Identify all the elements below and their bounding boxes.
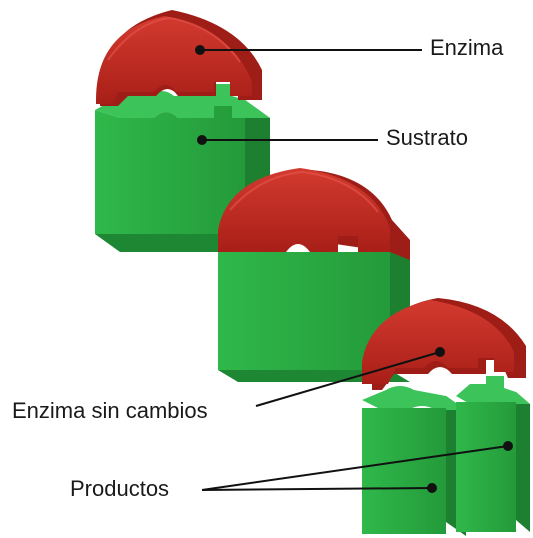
stage-3-product-right xyxy=(456,376,530,532)
stage-1-enzyme xyxy=(96,10,262,106)
dot-unchanged-enzyme xyxy=(435,347,445,357)
label-substrate: Sustrato xyxy=(386,125,468,150)
label-products: Productos xyxy=(70,476,170,501)
leader-lines xyxy=(195,45,513,493)
stage-3-product-left xyxy=(362,386,466,536)
dot-product-1 xyxy=(503,441,513,451)
label-enzyme: Enzima xyxy=(430,35,504,60)
dot-enzyme xyxy=(195,45,205,55)
label-unchanged-enzyme: Enzima sin cambios xyxy=(12,398,208,423)
leader-product-1 xyxy=(201,445,509,491)
dot-product-2 xyxy=(427,483,437,493)
leader-unchanged-enzyme xyxy=(255,351,441,407)
dot-substrate xyxy=(197,135,207,145)
leader-product-2 xyxy=(201,487,433,491)
stage-2-complex xyxy=(218,168,410,382)
